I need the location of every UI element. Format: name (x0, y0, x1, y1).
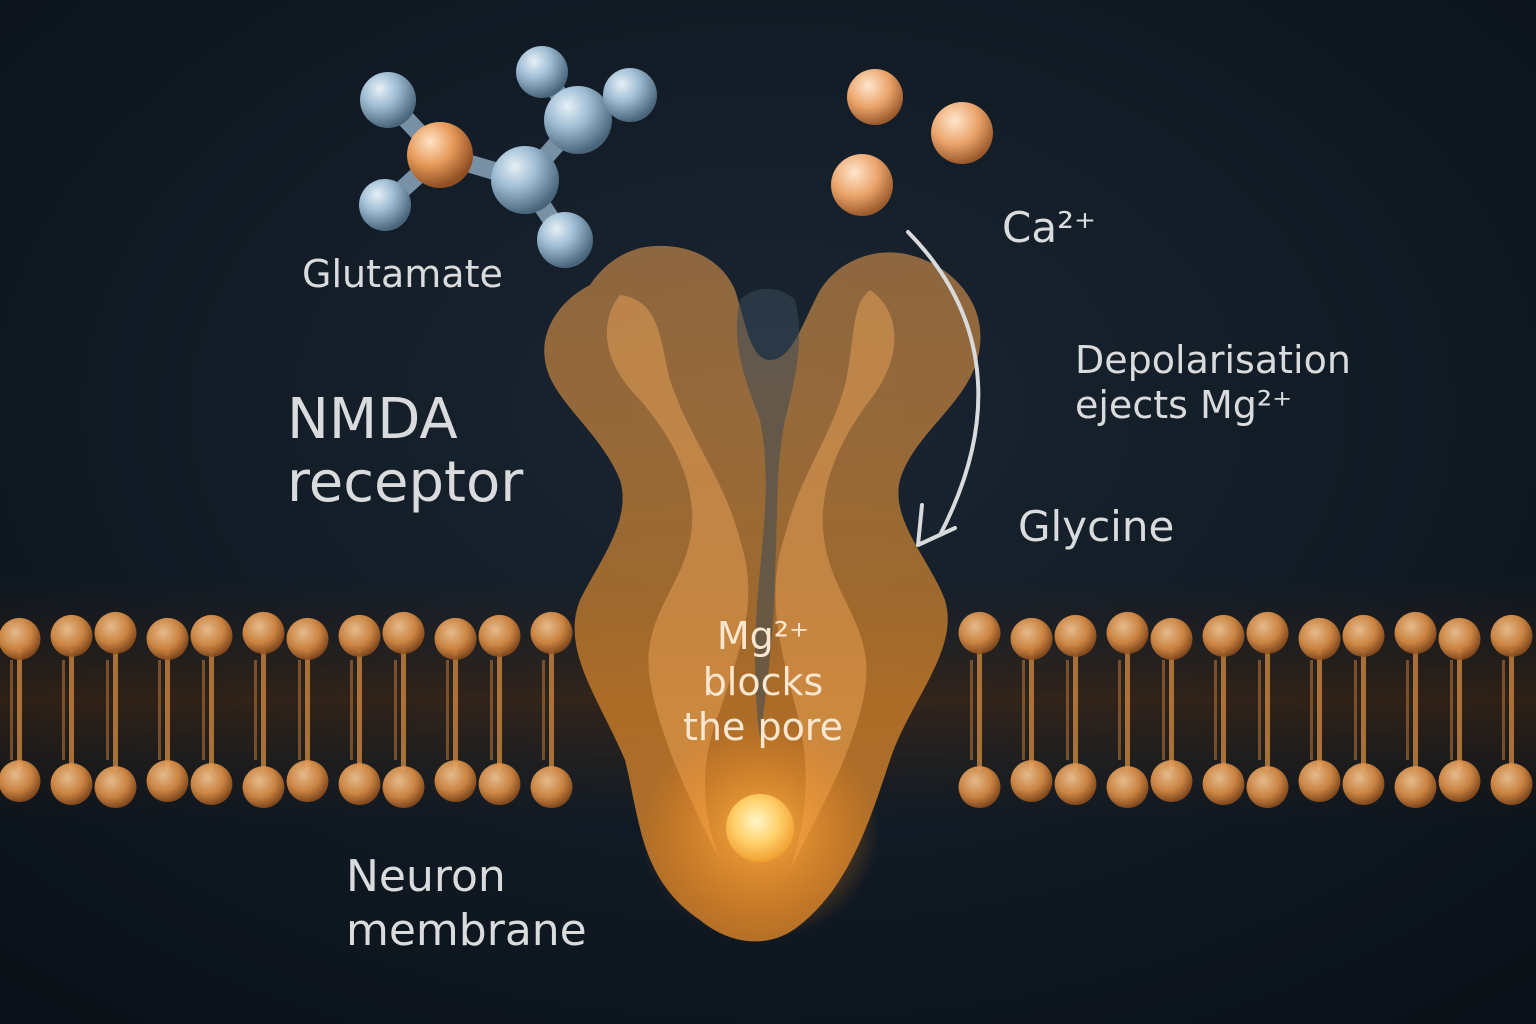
lipid-molecule (1490, 614, 1533, 806)
depolarisation-line1: Depolarisation (1075, 338, 1351, 382)
calcium-ion (931, 102, 993, 164)
nmda-receptor-protein (544, 245, 981, 942)
glutamate-atom (537, 212, 593, 268)
mg-label-line1: Mg²⁺ (716, 614, 810, 658)
mg-label-line2: blocks (702, 659, 824, 704)
neuron-label-line2: membrane (346, 904, 587, 956)
magnesium-block-label: Mg²⁺ blocks the pore (668, 614, 858, 751)
receptor-inner-left-lobe (606, 295, 749, 860)
neuron-membrane-label: Neuron membrane (346, 850, 587, 957)
receptor-inner-right-lobe (775, 290, 895, 870)
lipid-molecule (146, 617, 189, 803)
lipid-molecule (94, 611, 137, 809)
calcium-label: Ca²⁺ (1002, 203, 1097, 252)
mg-label-line3: the pore (683, 705, 843, 750)
lipid-molecule (1298, 617, 1341, 803)
calcium-ions (831, 69, 993, 216)
depolarisation-label: Depolarisation ejects Mg²⁺ (1075, 338, 1351, 428)
glutamate-atom (603, 68, 657, 122)
glutamate-atom (491, 146, 559, 214)
glycine-label: Glycine (1018, 502, 1175, 551)
lipid-molecule (434, 617, 477, 803)
glutamate-atom-oxygen (407, 122, 473, 188)
lipid-molecule (0, 617, 41, 803)
depolarisation-line2: ejects Mg²⁺ (1075, 382, 1293, 427)
curved-arrow-icon (906, 230, 981, 547)
lipid-molecule (1438, 617, 1481, 803)
lipid-molecule (286, 617, 329, 803)
magnesium-ion (726, 794, 794, 862)
lipid-molecule (338, 614, 381, 806)
lipid-molecule (1394, 611, 1437, 809)
glutamate-atom (360, 72, 416, 128)
calcium-ion (831, 154, 893, 216)
lipid-molecule (1202, 614, 1245, 806)
lipid-molecule (1106, 611, 1149, 809)
lipid-molecule (1150, 617, 1193, 803)
lipid-bilayer (0, 611, 1533, 809)
nmda-receptor-label: NMDA receptor (287, 388, 523, 515)
lipid-molecule (478, 614, 521, 806)
glutamate-atom (359, 179, 411, 231)
nmda-label-line1: NMDA (287, 387, 458, 452)
lipid-molecule (1054, 614, 1097, 806)
glutamate-atom (544, 86, 612, 154)
lipid-molecule (382, 611, 425, 809)
nmda-label-line2: receptor (287, 450, 524, 516)
neuron-label-line1: Neuron (346, 851, 506, 902)
lipid-molecule (958, 611, 1001, 809)
lipid-molecule (1342, 614, 1385, 806)
glutamate-atom (516, 46, 568, 98)
lipid-molecule (190, 614, 233, 806)
lipid-molecule (50, 614, 93, 806)
lipid-molecule (1246, 611, 1289, 809)
lipid-molecule (1010, 617, 1053, 803)
lipid-molecule (242, 611, 285, 809)
glutamate-molecule (359, 46, 657, 268)
lipid-molecule (530, 611, 573, 809)
calcium-ion (847, 69, 903, 125)
glutamate-label: Glutamate (302, 252, 503, 296)
receptor-central-cleft (736, 288, 800, 740)
